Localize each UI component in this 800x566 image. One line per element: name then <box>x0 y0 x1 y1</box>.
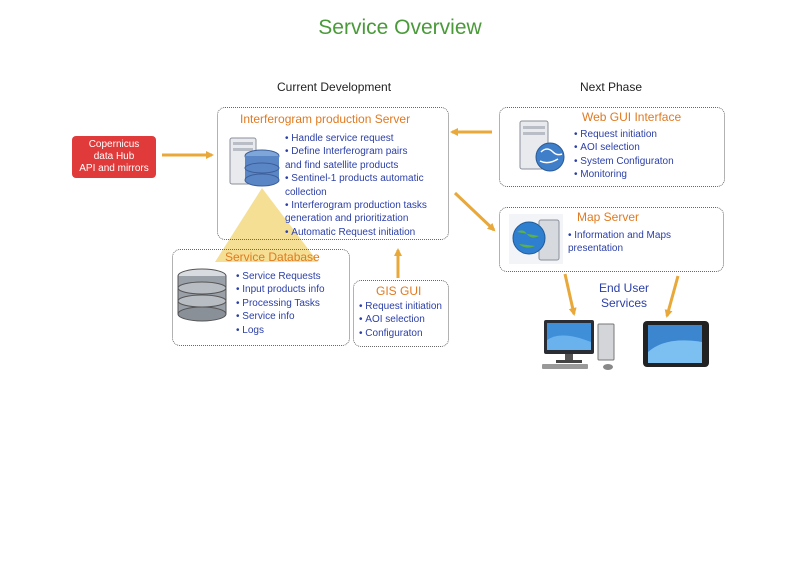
end-user-services-label: End User Services <box>588 281 660 311</box>
arrow-mapserver-to-tablet <box>664 275 680 318</box>
server-item: Define Interferogram pairs and find sate… <box>285 145 447 172</box>
arrow-mapserver-to-desktop <box>563 273 577 316</box>
section-next-phase: Next Phase <box>580 80 643 94</box>
database-item: Service info <box>236 310 346 323</box>
gis-gui-list: Request initiation AOI selection Configu… <box>359 300 447 340</box>
map-server-box: Map Server Information and Maps presenta… <box>499 207 724 272</box>
web-gui-item: Monitoring <box>574 168 722 181</box>
tablet-icon <box>643 321 709 367</box>
diagram-title: Service Overview <box>318 16 482 39</box>
arrow-server-to-mapserver <box>453 191 496 232</box>
web-gui-list: Request initiation AOI selection System … <box>574 128 722 182</box>
gis-item: Configuraton <box>359 327 447 340</box>
service-database-list: Service Requests Input products info Pro… <box>236 270 346 337</box>
database-item: Logs <box>236 324 346 337</box>
web-gui-item: AOI selection <box>574 141 722 154</box>
database-icon <box>177 268 227 322</box>
desktop-computer-icon <box>542 320 615 370</box>
web-gui-title: Web GUI Interface <box>582 110 682 124</box>
web-gui-box: Web GUI Interface Request initiation AOI… <box>499 107 725 187</box>
section-current-development: Current Development <box>277 80 392 94</box>
source-line-3: API and mirrors <box>79 163 149 174</box>
interferogram-server-list: Handle service request Define Interferog… <box>285 132 447 239</box>
source-line-1: Copernicus <box>88 139 140 150</box>
database-item: Input products info <box>236 283 346 296</box>
web-server-globe-icon <box>519 120 565 172</box>
database-item: Processing Tasks <box>236 297 346 310</box>
map-server-item: Information and Maps presentation <box>568 229 721 256</box>
gis-gui-box: GIS GUI Request initiation AOI selection… <box>353 280 449 347</box>
web-gui-item: Request initiation <box>574 128 722 141</box>
server-item: Handle service request <box>285 132 447 145</box>
map-server-globe-icon <box>509 214 563 264</box>
end-user-line-1: End User <box>598 281 650 295</box>
map-server-list: Information and Maps presentation <box>568 229 721 256</box>
map-server-title: Map Server <box>577 210 640 224</box>
interferogram-server-box: Interferogram production Server Handle s… <box>217 107 449 240</box>
gis-item: Request initiation <box>359 300 447 313</box>
server-item: Automatic Request initiation <box>285 226 447 239</box>
gis-item: AOI selection <box>359 313 447 326</box>
service-database-box: Service Database Service Requests Input … <box>172 249 350 346</box>
end-user-line-2: Services <box>600 296 647 310</box>
database-item: Service Requests <box>236 270 346 283</box>
interferogram-server-title: Interferogram production Server <box>240 112 411 126</box>
server-item: Sentinel-1 products automatic collection <box>285 172 447 199</box>
service-database-title: Service Database <box>225 250 320 264</box>
web-gui-item: System Configuraton <box>574 155 722 168</box>
copernicus-source-box: Copernicus data Hub API and mirrors <box>72 136 156 178</box>
server-database-icon <box>229 137 280 187</box>
gis-gui-title: GIS GUI <box>376 284 422 298</box>
source-line-2: data Hub <box>93 151 135 162</box>
database-link-triangle <box>215 188 318 262</box>
server-item: Interferogram production tasks generatio… <box>285 199 447 226</box>
